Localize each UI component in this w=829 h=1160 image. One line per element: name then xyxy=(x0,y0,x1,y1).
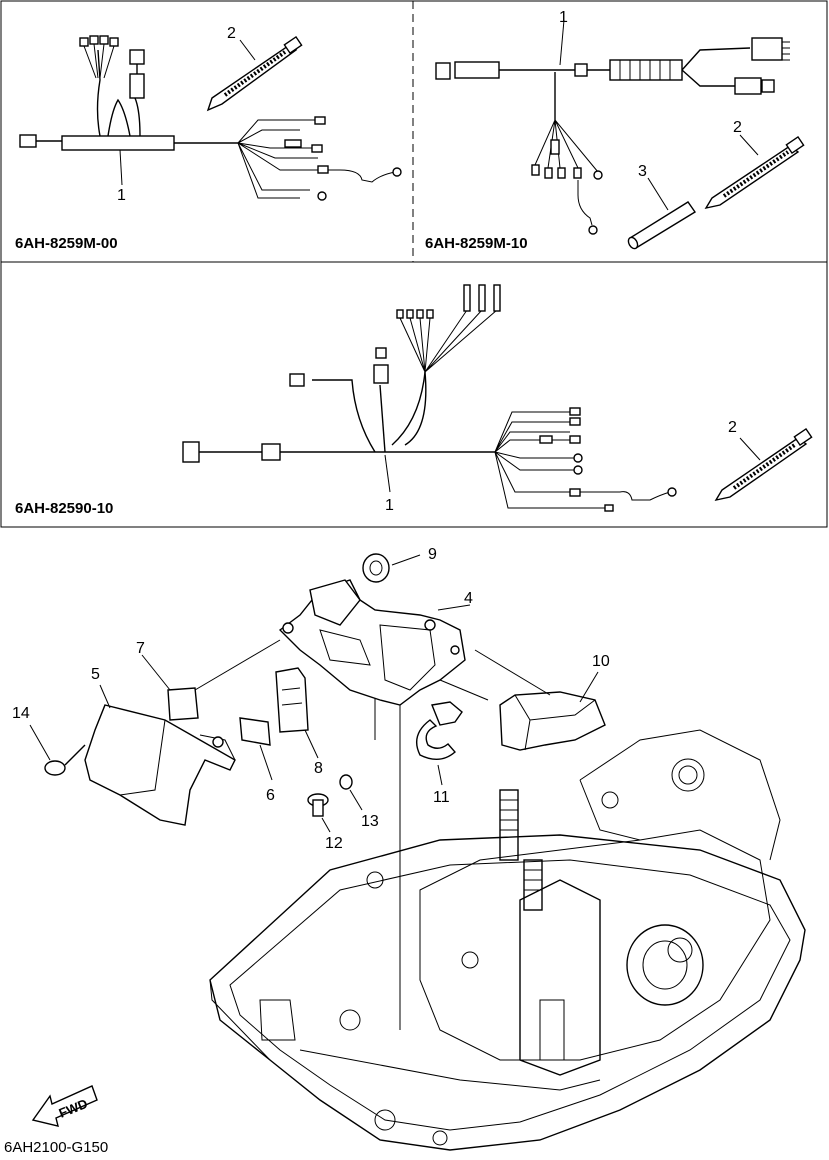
callout-12: 12 xyxy=(325,835,343,852)
callout-b-2: 2 xyxy=(733,119,742,136)
callout-b-1: 1 xyxy=(559,9,568,26)
callout-13: 13 xyxy=(361,813,379,830)
callout-4: 4 xyxy=(464,590,473,607)
callout-a-2: 2 xyxy=(227,25,236,42)
engine-assembly xyxy=(209,650,806,1151)
grommet-part-9 xyxy=(362,553,421,583)
plate-part-6 xyxy=(239,717,271,746)
panel-b-code: 6AH-8259M-10 xyxy=(425,235,528,252)
callout-10: 10 xyxy=(592,653,610,670)
panel-c-harness xyxy=(182,284,813,512)
callout-7: 7 xyxy=(136,640,145,657)
callout-c-1: 1 xyxy=(385,497,394,514)
callout-8: 8 xyxy=(314,760,323,777)
cable-tie xyxy=(206,35,303,112)
callout-9: 9 xyxy=(428,546,437,563)
washer-part-13 xyxy=(339,774,363,811)
figure-id: 6AH2100-G150 xyxy=(4,1139,108,1155)
callout-b-3: 3 xyxy=(638,163,647,180)
callout-6: 6 xyxy=(266,787,275,804)
panel-a-code: 6AH-8259M-00 xyxy=(15,235,118,252)
bracket-part-4 xyxy=(278,579,466,706)
panel-c-code: 6AH-82590-10 xyxy=(15,500,113,517)
plate-part-7 xyxy=(141,654,199,721)
callout-5: 5 xyxy=(91,666,100,683)
leader-lines xyxy=(99,604,599,781)
cable-tie xyxy=(704,135,805,210)
clamp-part-11 xyxy=(416,701,463,786)
connector-bundle xyxy=(79,35,145,99)
panel-b-harness xyxy=(435,19,805,250)
diagram-frame xyxy=(0,0,828,528)
arrow-left-icon xyxy=(31,1085,98,1127)
cover-part-5 xyxy=(84,704,236,826)
callout-a-1: 1 xyxy=(117,187,126,204)
cover-part-10 xyxy=(499,691,606,751)
bolt-part-12 xyxy=(307,793,331,833)
cable-tie xyxy=(714,427,813,502)
callout-11: 11 xyxy=(433,789,450,806)
corrugated-tube xyxy=(609,59,683,81)
screw-part-14 xyxy=(29,724,86,776)
fwd-arrow xyxy=(31,1085,98,1127)
callout-c-2: 2 xyxy=(728,419,737,436)
panel-a-harness xyxy=(19,35,402,201)
protective-tube xyxy=(627,201,697,250)
callout-14: 14 xyxy=(12,705,30,722)
holder-part-8 xyxy=(275,667,319,759)
